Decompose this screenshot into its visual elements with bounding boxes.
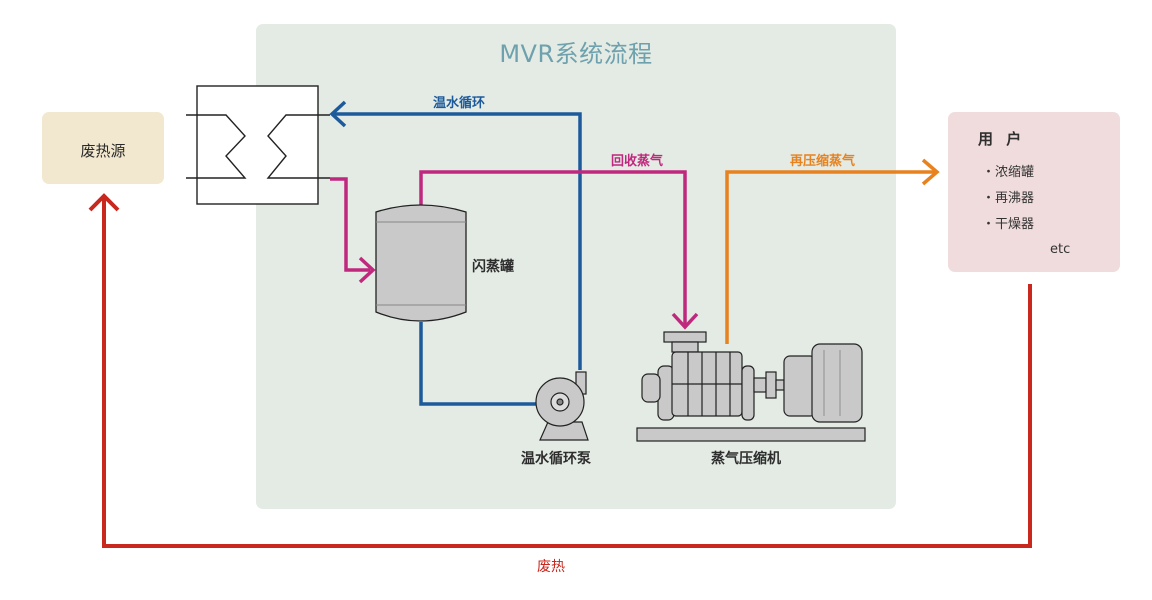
user-box: 用 户 浓缩罐 再沸器 干燥器 etc [948, 112, 1120, 272]
user-etc: etc [1050, 242, 1071, 257]
flash-tank-label: 闪蒸罐 [472, 259, 514, 275]
warm-water-loop-label: 温水循环 [433, 96, 486, 111]
flash-tank [375, 204, 467, 322]
user-list: 浓缩罐 再沸器 干燥器 [982, 160, 1034, 238]
recompressed-steam-line [725, 158, 940, 344]
recovered-steam-line [330, 170, 699, 330]
diagram-title: MVR系统流程 [499, 40, 653, 68]
waste-heat-label: 废热 [537, 559, 565, 575]
waste-heat-source-label: 废热源 [80, 142, 126, 160]
waste-heat-source-box: 废热源 [42, 112, 164, 184]
user-item-reboiler: 再沸器 [982, 186, 1034, 212]
waste-heat-line [88, 193, 1032, 548]
user-item-dryer: 干燥器 [982, 212, 1034, 238]
steam-compressor [636, 331, 866, 442]
user-title: 用 户 [978, 130, 1026, 148]
circulation-pump [535, 371, 589, 441]
heat-exchanger [186, 85, 330, 205]
circulation-pump-label: 温水循环泵 [521, 451, 591, 467]
recovered-steam-label: 回收蒸气 [611, 154, 664, 169]
recompressed-steam-label: 再压缩蒸气 [790, 154, 856, 169]
steam-compressor-label: 蒸气压缩机 [711, 451, 781, 467]
user-item-concentrator: 浓缩罐 [982, 160, 1034, 186]
